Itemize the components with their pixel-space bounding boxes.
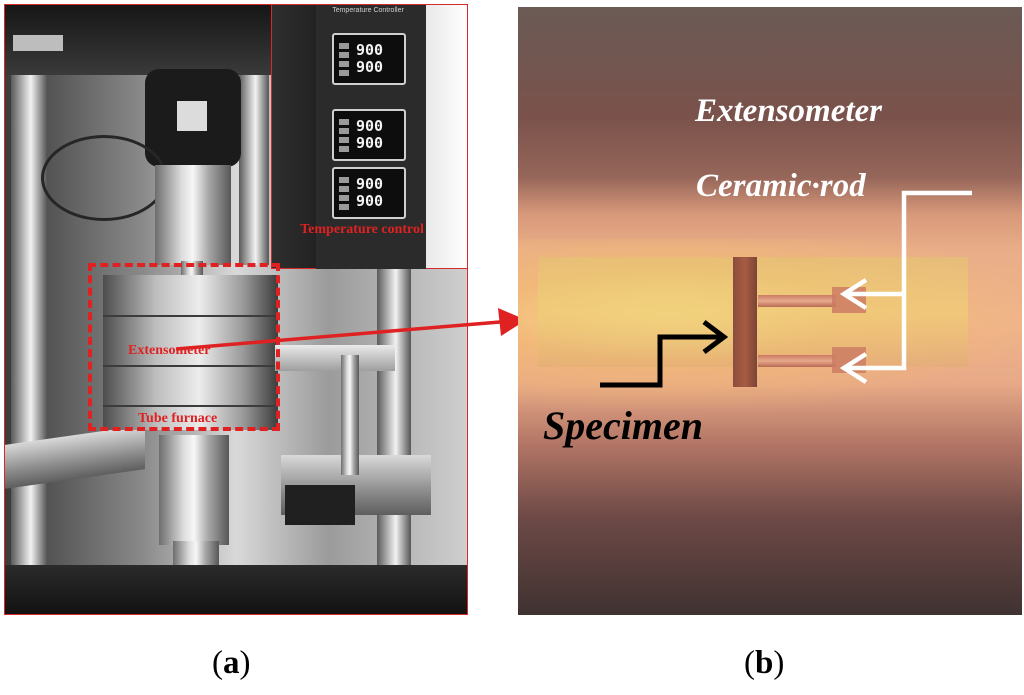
specimen-shoulder	[733, 257, 757, 387]
load-cell-label	[177, 101, 207, 131]
extensometer-arm	[275, 345, 395, 371]
controller-1-setpoint: 900	[356, 58, 384, 76]
ceramic-rod-lower	[758, 355, 836, 367]
controller-3-setpoint: 900	[356, 192, 384, 210]
caption-b-close: )	[773, 645, 785, 681]
extensometer-label-b: Extensometer	[695, 93, 882, 129]
controller-2-process-value: 900	[356, 117, 384, 135]
caption-a-close: )	[239, 645, 251, 681]
temperature-control-label: Temperature control	[300, 222, 424, 237]
caption-b-letter: b	[755, 645, 774, 681]
caption-a: (a)	[212, 645, 251, 682]
controller-1-process-value: 900	[356, 41, 384, 59]
right-column	[377, 245, 411, 614]
extensometer-post	[341, 355, 359, 475]
controller-unit-3: 900 900	[332, 167, 406, 219]
tube-furnace	[103, 275, 278, 430]
controller-unit-1: 900 900	[332, 33, 406, 85]
controller-keys-icon	[339, 177, 349, 211]
caption-b: (b)	[744, 645, 784, 682]
controller-unit-2: 900 900	[332, 109, 406, 161]
left-column	[11, 45, 47, 614]
ceramic-rod-label: Ceramic·rod	[696, 168, 866, 204]
ceramic-rod-lower-tip	[832, 347, 866, 373]
controller-keys-icon	[339, 119, 349, 153]
caption-a-letter: a	[223, 645, 240, 681]
caption-b-open: (	[744, 645, 755, 681]
caption-a-open: (	[212, 645, 223, 681]
top-plate-detail	[13, 35, 63, 51]
furnace-seam-mid	[103, 365, 278, 367]
controller-2-setpoint: 900	[356, 134, 384, 152]
inset-controller-photo: Temperature Controller 900 900 900 900 9…	[271, 5, 467, 269]
photo-testing-machine: Temperature Controller 900 900 900 900 9…	[4, 4, 468, 615]
extensometer-label-a: Extensometer	[128, 343, 211, 358]
upper-right-column	[239, 65, 269, 265]
tube-furnace-label: Tube furnace	[138, 411, 218, 426]
cable-loop-left	[41, 135, 167, 221]
controller-keys-icon	[339, 43, 349, 77]
furnace-seam-top	[103, 315, 278, 317]
ceramic-rod-upper-tip	[832, 287, 866, 313]
base-plate	[5, 565, 467, 614]
controller-3-process-value: 900	[356, 175, 384, 193]
bracket-block	[285, 485, 355, 525]
ceramic-rod-upper	[758, 295, 836, 307]
controller-brand-text: Temperature Controller	[332, 7, 404, 14]
upper-grip	[155, 165, 231, 265]
specimen-label: Specimen	[543, 403, 703, 448]
furnace-seam-bottom	[103, 405, 278, 407]
lower-grip	[159, 435, 229, 545]
